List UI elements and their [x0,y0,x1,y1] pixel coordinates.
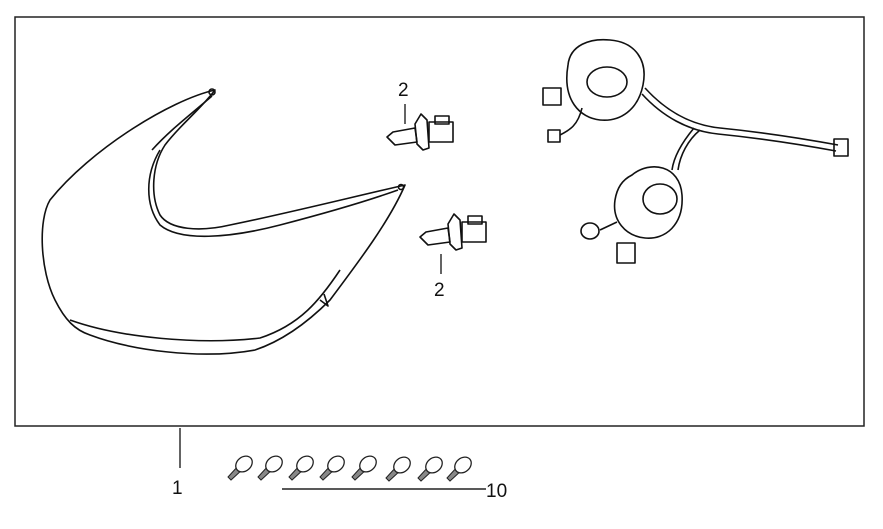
screws [227,455,472,482]
callout-label-1: 1 [172,478,183,499]
headlight-bulb-upper [386,113,454,151]
callout-label-2-lower: 2 [434,280,445,301]
wiring-harness [542,38,849,264]
headlight-bulb-lower [419,213,487,251]
callout-label-2-upper: 2 [398,80,409,101]
callout-label-10: 10 [486,481,507,502]
headlight-assembly [41,88,406,355]
assembly-frame [14,16,865,427]
